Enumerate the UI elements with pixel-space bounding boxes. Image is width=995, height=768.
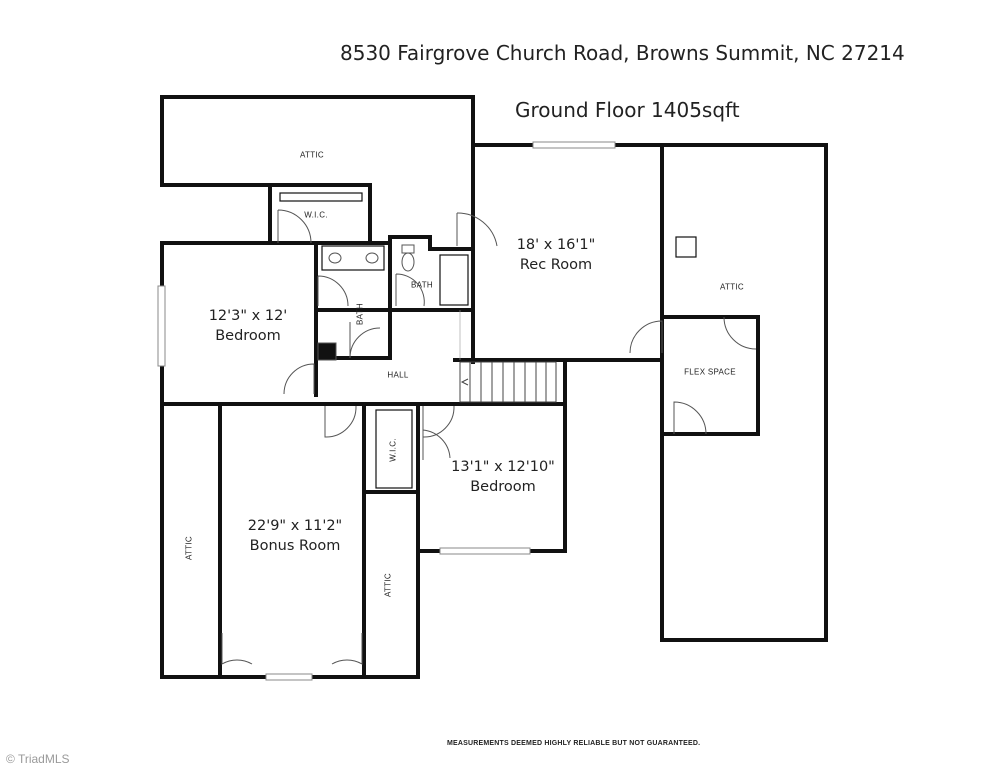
stairs	[459, 361, 557, 403]
attic-left-label: ATTIC	[184, 535, 194, 561]
bedroom-left-name: Bedroom	[215, 328, 281, 344]
bonus-room-dims: 22'9" x 11'2"	[247, 518, 343, 534]
bedroom-mid-label: 13'1" x 12'10" Bedroom	[451, 457, 555, 497]
bath-1-label: BATH	[411, 280, 433, 290]
doors	[221, 209, 757, 665]
wic-mid-label: W.I.C.	[388, 438, 398, 462]
bonus-room-label: 22'9" x 11'2" Bonus Room	[248, 516, 342, 556]
bedroom-left-dims: 12'3" x 12'	[208, 308, 288, 324]
bath-2-label: BATH	[355, 303, 365, 325]
windows	[157, 141, 616, 681]
rec-room-dims: 18' x 16'1"	[516, 237, 596, 253]
attic-mid-label: ATTIC	[383, 572, 393, 598]
floor-title: Ground Floor 1405sqft	[515, 98, 740, 122]
wic-top-label: W.I.C.	[304, 210, 328, 220]
bonus-room-name: Bonus Room	[249, 538, 341, 554]
bedroom-mid-name: Bedroom	[470, 479, 536, 495]
bedroom-left-label: 12'3" x 12' Bedroom	[209, 306, 288, 346]
thin-walls	[279, 192, 697, 489]
rec-room-name: Rec Room	[519, 257, 593, 273]
attic-top-label: ATTIC	[299, 150, 325, 160]
attic-right-label: ATTIC	[719, 282, 745, 292]
disclaimer: MEASUREMENTS DEEMED HIGHLY RELIABLE BUT …	[447, 740, 701, 747]
rec-room-label: 18' x 16'1" Rec Room	[517, 235, 596, 275]
exterior-walls	[160, 95, 828, 679]
watermark: © TriadMLS	[6, 752, 70, 766]
fixtures	[317, 244, 415, 361]
flex-space-label: FLEX SPACE	[684, 367, 736, 377]
address-title: 8530 Fairgrove Church Road, Browns Summi…	[340, 41, 905, 65]
hall-label: HALL	[387, 370, 409, 380]
bedroom-mid-dims: 13'1" x 12'10"	[451, 459, 555, 475]
